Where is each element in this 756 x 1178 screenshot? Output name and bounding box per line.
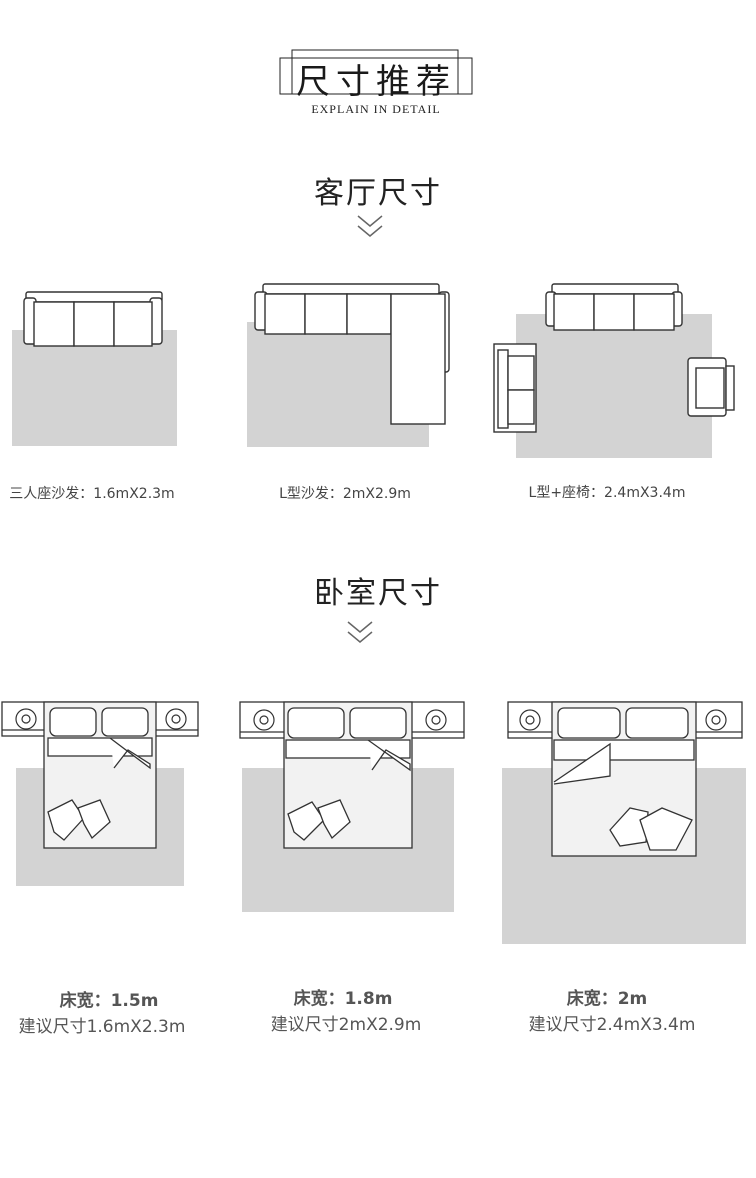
sofa-size-caption-3: L型+座椅：2.4mX3.4m bbox=[528, 485, 686, 501]
sofa-size-caption-1: 三人座沙发：1.6mX2.3m bbox=[9, 486, 175, 502]
page-subtitle: EXPLAIN IN DETAIL bbox=[311, 102, 441, 116]
bed-recommended-size-1: 建议尺寸1.6mX2.3m bbox=[18, 1017, 186, 1037]
bed-width-3: 床宽：2m bbox=[566, 989, 648, 1009]
bed-diagram-1.8m bbox=[239, 701, 465, 912]
sofa-size-caption-2: L型沙发：2mX2.9m bbox=[279, 486, 411, 502]
page-title: 尺寸推荐 bbox=[296, 62, 456, 102]
header-title-block: 尺寸推荐 EXPLAIN IN DETAIL bbox=[278, 48, 474, 122]
title-frame bbox=[279, 49, 473, 95]
chevron-down-icon bbox=[347, 621, 373, 643]
bed-diagram-1.5m bbox=[1, 701, 199, 886]
living-room-title: 客厅尺寸 bbox=[314, 176, 442, 211]
three-seat-sofa-diagram bbox=[12, 291, 177, 446]
bed-width-2: 床宽：1.8m bbox=[293, 989, 393, 1009]
bed-recommended-size-3: 建议尺寸2.4mX3.4m bbox=[528, 1015, 696, 1035]
bedroom-title: 卧室尺寸 bbox=[314, 576, 442, 611]
bed-diagram-2m bbox=[502, 701, 746, 944]
l-sofa-diagram bbox=[247, 283, 450, 447]
l-sofa-with-chairs-diagram bbox=[493, 283, 735, 458]
chevron-down-icon bbox=[357, 215, 383, 237]
bed-width-1: 床宽：1.5m bbox=[59, 991, 159, 1011]
bed-recommended-size-2: 建议尺寸2mX2.9m bbox=[270, 1015, 422, 1035]
